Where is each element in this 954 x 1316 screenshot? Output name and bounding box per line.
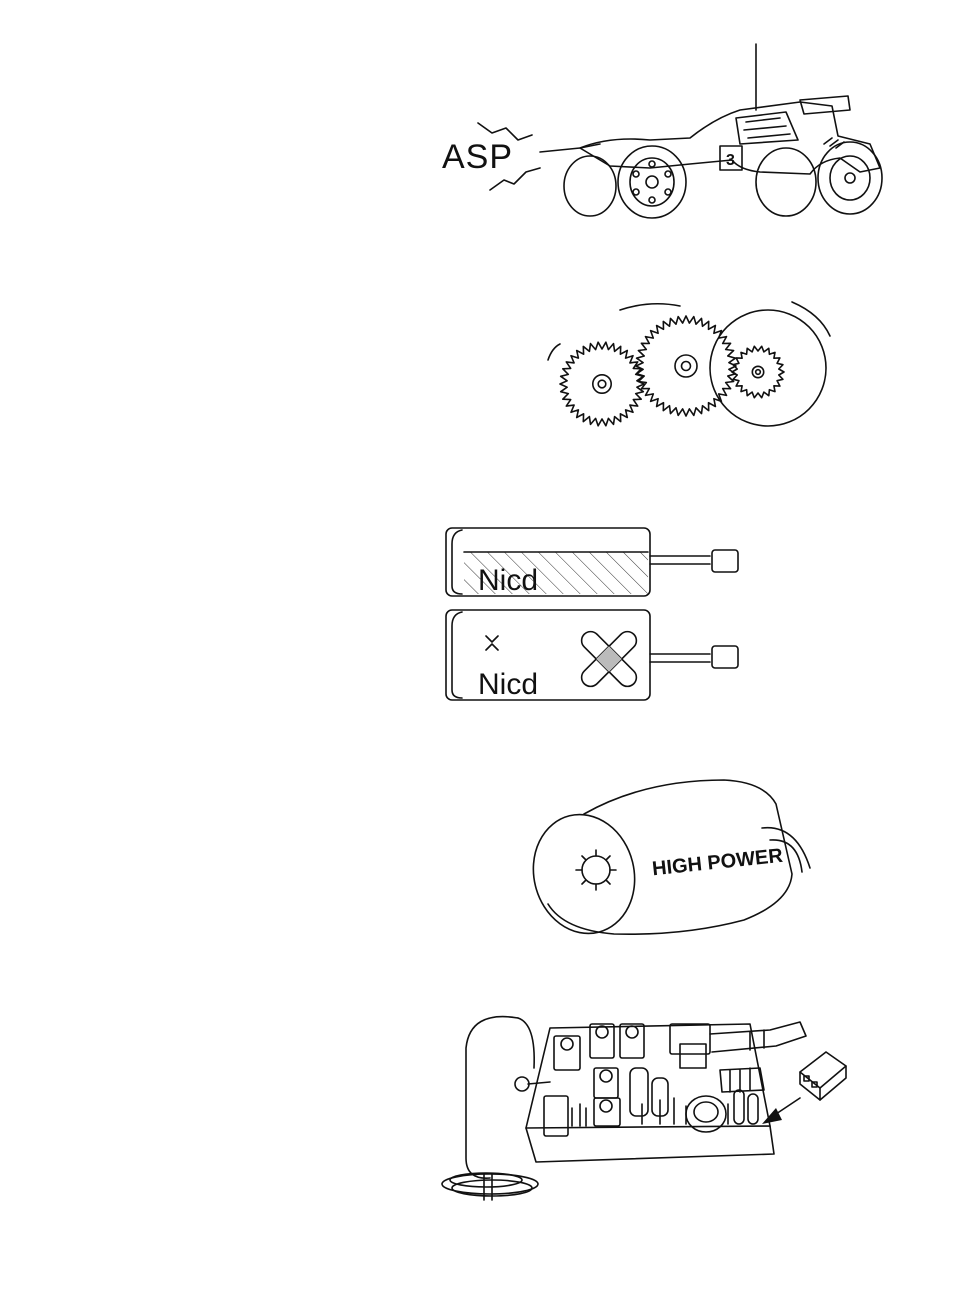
spark-mark xyxy=(486,636,498,650)
battery-connector-bottom xyxy=(712,646,738,668)
spur-disc xyxy=(710,310,826,426)
gear-large-center xyxy=(636,316,736,416)
battery-illustration: Nicd Nicd xyxy=(440,522,750,712)
nicd-label-bottom: Nicd xyxy=(478,668,538,701)
gear-small-right xyxy=(732,346,784,397)
board-components xyxy=(515,1024,764,1136)
motion-line xyxy=(620,304,680,310)
pinion-gear xyxy=(576,850,616,890)
motor-end-cap xyxy=(524,804,647,944)
battery-pack-damaged: Nicd xyxy=(446,610,738,701)
circuit-board xyxy=(526,1126,774,1162)
receiver-illustration xyxy=(430,1008,870,1208)
battery-connector-top xyxy=(712,550,738,572)
antenna-coil xyxy=(442,1173,538,1200)
motor-illustration: HIGH POWER xyxy=(524,774,820,944)
high-power-label: HIGH POWER xyxy=(651,845,784,881)
rear-wheel-right xyxy=(818,142,882,214)
servo-plug xyxy=(800,1052,846,1100)
buggy-illustration: ASP 3 xyxy=(440,40,900,220)
front-wheel-right xyxy=(618,146,686,218)
rear-wheel-left xyxy=(756,148,816,216)
gear-small-left xyxy=(560,342,644,426)
nicd-label-top: Nicd xyxy=(478,564,538,597)
battery-pack-charged: Nicd xyxy=(446,528,738,597)
front-wheel-left xyxy=(564,156,616,216)
bandage-icon xyxy=(578,628,640,690)
gears-illustration xyxy=(540,296,840,446)
car-number: 3 xyxy=(726,152,735,169)
motion-line xyxy=(548,344,560,360)
asp-sound-text: ASP xyxy=(442,138,513,176)
